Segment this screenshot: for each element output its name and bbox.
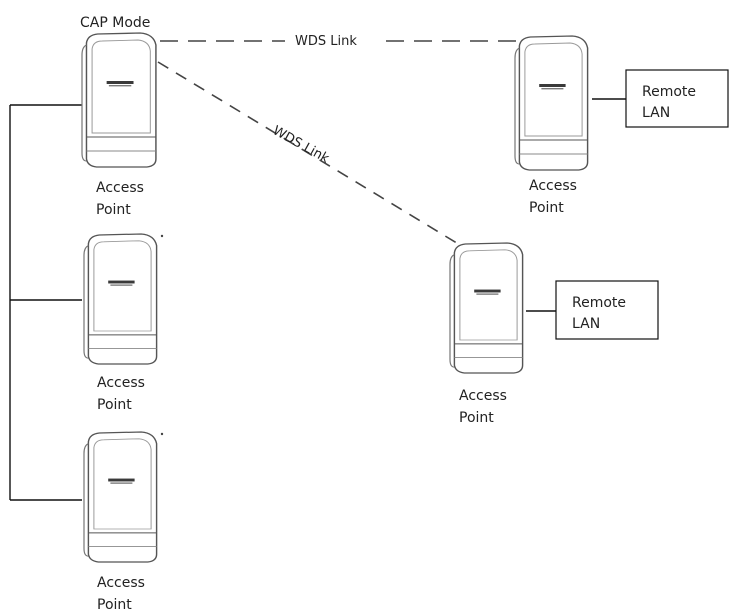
access-point-icon — [449, 242, 524, 374]
remote-access-point-1-label-line1: Access — [529, 178, 577, 194]
access-point-1-label-line1: Access — [96, 180, 144, 196]
access-point-2: Access Point — [83, 233, 164, 413]
wds-link-diagonal-line — [157, 61, 461, 246]
access-point-1-label-line2: Point — [96, 202, 131, 218]
remote-lan-2: Remote LAN — [555, 280, 659, 340]
remote-lan-2-label-line2: LAN — [572, 316, 600, 332]
access-point-icon — [514, 35, 589, 171]
remote-access-point-2-label-line2: Point — [459, 410, 494, 426]
access-point-2-label-line1: Access — [97, 375, 145, 391]
wds-link-diagonal: WDS Link — [157, 61, 461, 246]
remote-lan-2-box — [555, 280, 659, 340]
remote-access-point-2-label-line1: Access — [459, 388, 507, 404]
remote-lan-1-box — [625, 69, 729, 128]
wired-backbone — [9, 104, 82, 501]
access-point-icon — [81, 32, 157, 168]
wds-link-diagonal-label: WDS Link — [270, 123, 332, 166]
status-dot — [160, 432, 164, 436]
access-point-2-label-line2: Point — [97, 397, 132, 413]
remote-lan-1-label-line1: Remote — [642, 84, 696, 100]
remote-lan-1-label-line2: LAN — [642, 105, 670, 121]
access-point-icon — [83, 233, 158, 365]
access-point-3-label-line1: Access — [97, 575, 145, 591]
diagram-title: CAP Mode — [80, 15, 150, 31]
remote-lan-2-label-line1: Remote — [572, 295, 626, 311]
remote-access-point-1-label-line2: Point — [529, 200, 564, 216]
access-point-1: Access Point — [81, 32, 157, 218]
wds-link-top-label: WDS Link — [295, 34, 357, 49]
remote-access-point-2: Access Point — [449, 242, 556, 426]
access-point-icon — [83, 431, 158, 563]
status-dot — [160, 234, 164, 238]
wds-link-top: WDS Link — [160, 34, 516, 49]
remote-lan-1: Remote LAN — [625, 69, 729, 128]
remote-access-point-1: Access Point — [514, 35, 626, 216]
access-point-3-label-line2: Point — [97, 597, 132, 613]
access-point-3: Access Point — [83, 431, 164, 613]
